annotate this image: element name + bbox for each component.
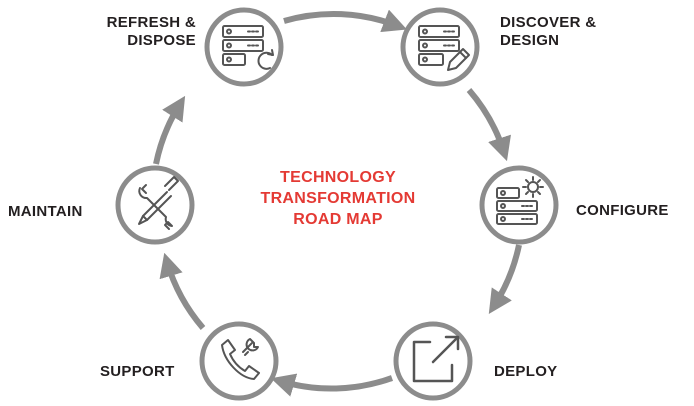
arrow-deploy-to-support [270,373,394,397]
diagram-title: TECHNOLOGY TRANSFORMATION ROAD MAP [222,167,454,230]
node-discover-design [400,7,480,87]
title-line-3: ROAD MAP [293,211,383,228]
label-maintain: MAINTAIN [8,203,83,220]
server-pencil-icon [418,25,470,71]
node-maintain [115,165,195,245]
server-gear-icon [496,176,544,225]
server-refresh-icon [222,25,274,70]
arrow-discover-to-configure [466,88,511,162]
wrench-screwdriver-icon [138,176,179,230]
label-refresh-dispose: REFRESH & DISPOSE [106,14,196,49]
label-discover-design: DISCOVER & DESIGN [500,14,597,49]
arrow-maintain-to-refresh [153,95,186,165]
label-configure: CONFIGURE [576,202,669,219]
label-support: SUPPORT [100,363,175,380]
node-deploy [393,321,473,401]
label-deploy: DEPLOY [494,363,558,380]
arrow-configure-to-deploy [488,244,522,315]
phone-wrench-icon [221,338,260,380]
node-refresh-dispose [204,7,284,87]
arrow-refresh-to-discover [283,9,407,33]
title-line-1: TECHNOLOGY [280,169,396,186]
node-support [199,321,279,401]
external-link-icon [412,335,460,383]
arrow-support-to-maintain [159,252,206,330]
node-configure [479,165,559,245]
title-line-2: TRANSFORMATION [260,190,416,207]
